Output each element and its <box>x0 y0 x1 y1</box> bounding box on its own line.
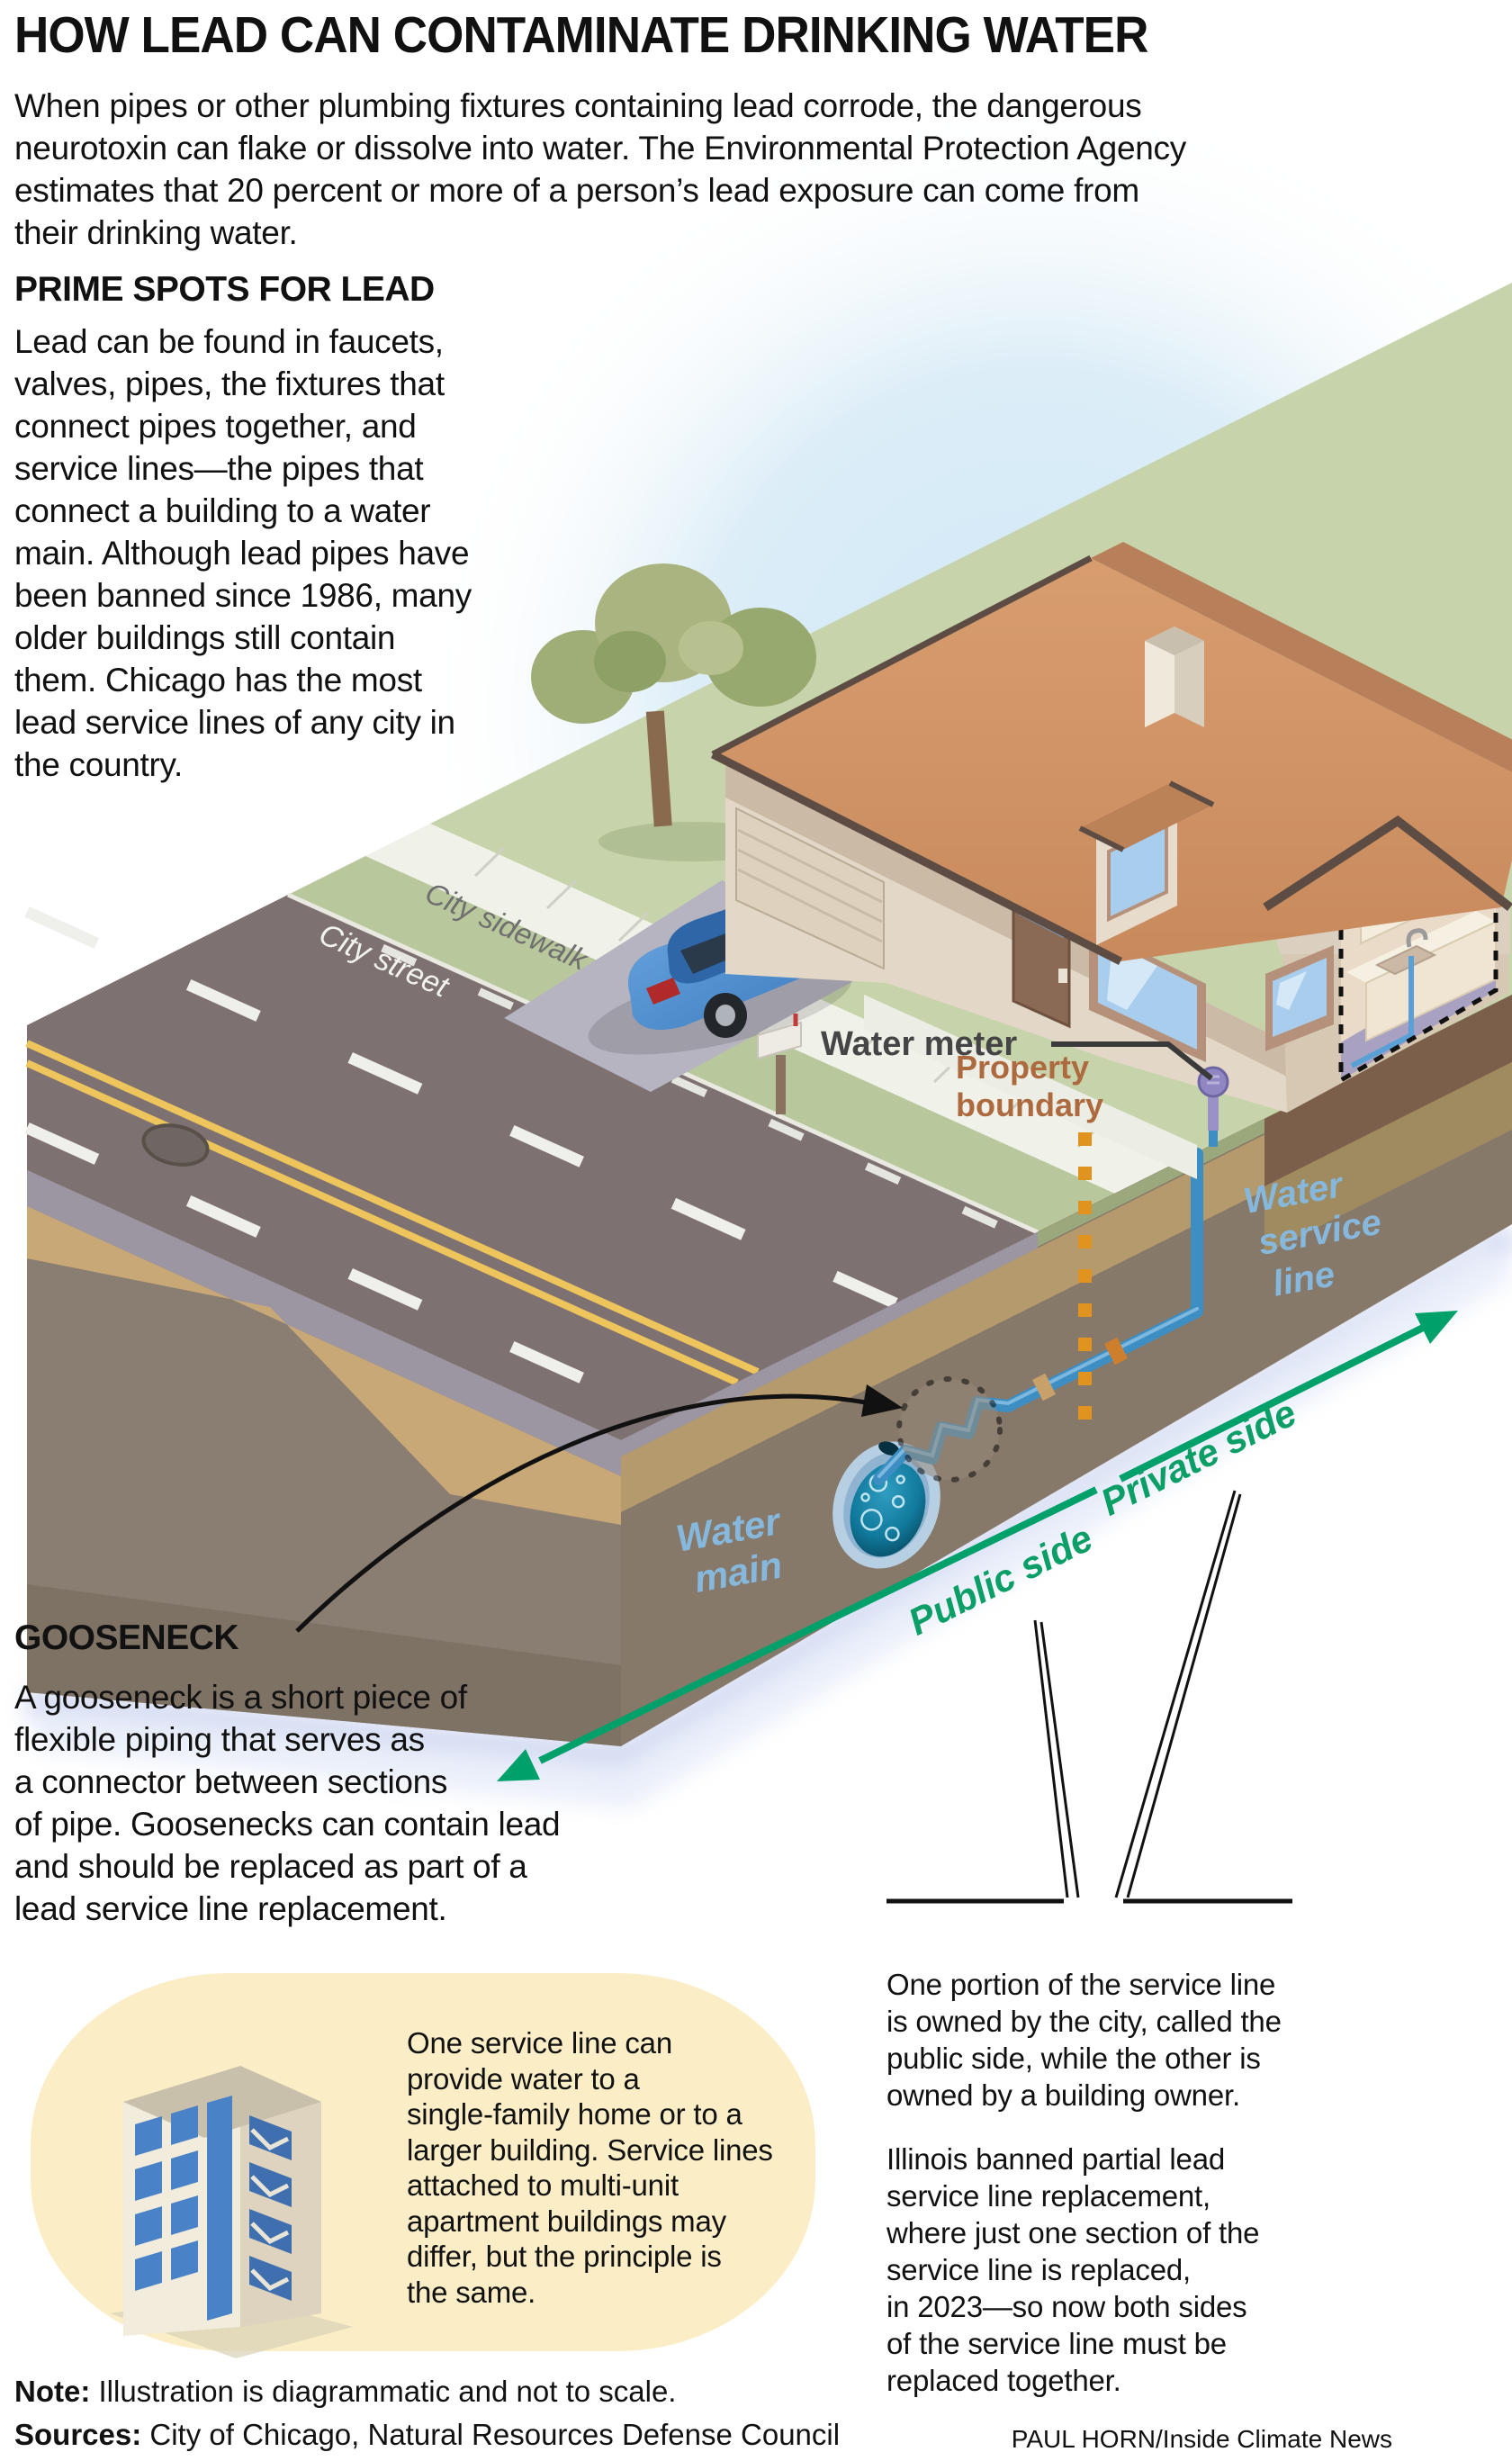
label-water-meter: Water meter <box>821 1025 1213 1081</box>
left-face <box>27 1170 621 1746</box>
property-boundary-line2: boundary <box>956 1086 1103 1123</box>
sources-text: City of Chicago, Natural Resources Defen… <box>141 2418 841 2451</box>
gooseneck-heading: GOOSENECK <box>14 1618 239 1657</box>
footer-sources: Sources: City of Chicago, Natural Resour… <box>14 2418 840 2452</box>
building-windows-front <box>135 2096 232 2321</box>
front-walkway <box>864 995 1197 1179</box>
trees <box>531 563 816 827</box>
dormer <box>1078 780 1215 945</box>
lane-dashes-2 <box>24 1122 670 1422</box>
gooseneck-body: A gooseneck is a short piece of flexible… <box>14 1679 561 1927</box>
intro-paragraph: When pipes or other plumbing fixtures co… <box>14 87 1186 251</box>
center-lines <box>25 1040 760 1386</box>
garage-door <box>735 807 885 970</box>
prime-spots-body: Lead can be found in faucets, valves, pi… <box>14 323 472 783</box>
private-side-arrow <box>1119 1311 1458 1483</box>
mailbox <box>757 1014 802 1114</box>
service-line-note-text: One service line can provide water to a … <box>407 2026 773 2309</box>
water-main <box>832 1441 940 1569</box>
label-property-boundary: Property boundary <box>956 1049 1103 1123</box>
page-title-text: HOW LEAD CAN CONTAMINATE DRINKING WATER <box>14 6 1148 64</box>
kitchen-sink <box>1374 928 1437 976</box>
prime-spots-heading: PRIME SPOTS FOR LEAD <box>14 270 435 309</box>
water-meter-text: Water meter <box>821 1025 1017 1063</box>
roof-fascia-front <box>710 750 1123 966</box>
gooseneck-arrow <box>295 1384 903 1633</box>
curb-ticks <box>381 943 1035 1246</box>
cutaway-dashed-border <box>1338 839 1498 1085</box>
manhole <box>141 1123 210 1167</box>
pipe-coupling <box>1031 1373 1057 1402</box>
note-text: Illustration is diagrammatic and not to … <box>90 2375 677 2408</box>
footer-credit: PAUL HORN/Inside Climate News <box>1011 2425 1392 2453</box>
note-label: Note: <box>14 2375 91 2408</box>
roof-ridge <box>1091 542 1512 772</box>
property-boundary-line <box>1078 1132 1092 1420</box>
gable-fascia <box>1263 815 1512 912</box>
pipe-coupling-orange <box>1103 1337 1129 1366</box>
public-side-arrow <box>497 1486 1098 1781</box>
side-window <box>1265 945 1334 1051</box>
footer-note: Note: Illustration is diagrammatic and n… <box>14 2375 676 2409</box>
roof-fascia-left <box>711 554 1093 758</box>
kitchen-pipe <box>1350 956 1414 1068</box>
ownership-paragraph-1: One portion of the service line is owned… <box>886 1968 1282 2112</box>
property-boundary-line1: Property <box>956 1049 1089 1086</box>
sources-label: Sources: <box>14 2418 142 2451</box>
street <box>27 895 1038 1440</box>
page-title: HOW LEAD CAN CONTAMINATE DRINKING WATER <box>14 5 1233 65</box>
building-balconies <box>249 2115 292 2301</box>
house <box>710 542 1512 1113</box>
gooseneck-circle <box>896 1376 1003 1483</box>
roof-main <box>713 558 1512 961</box>
apartment-building <box>110 2066 353 2358</box>
water-meter-leader <box>1051 1041 1213 1081</box>
ownership-paragraph-2: Illinois banned partial lead service lin… <box>886 2142 1260 2397</box>
chimney <box>1145 627 1204 727</box>
ownership-leaders <box>1033 1490 1242 1898</box>
